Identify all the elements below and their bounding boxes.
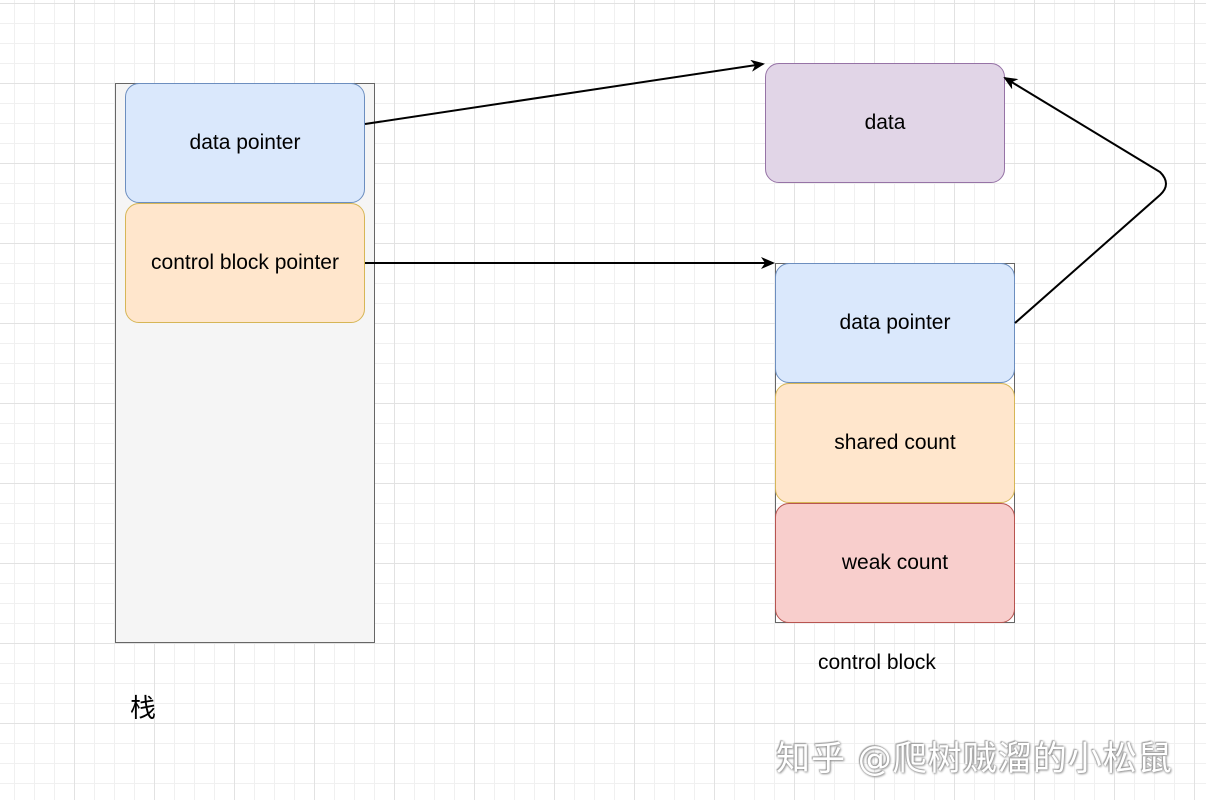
control-block-data-pointer-box: data pointer [775, 263, 1015, 383]
stack-data-pointer-box: data pointer [125, 83, 365, 203]
stack-data-pointer-label: data pointer [189, 131, 301, 154]
stack-control-block-pointer-label: control block pointer [151, 251, 339, 274]
shared-count-label: shared count [834, 431, 956, 454]
weak-count-label: weak count [841, 551, 949, 574]
data-box: data [765, 63, 1005, 183]
shared-count-box: shared count [775, 383, 1015, 503]
weak-count-box: weak count [775, 503, 1015, 623]
arrow-stack-data-to-data [364, 59, 765, 125]
arrow-control-block-data-to-data [1003, 76, 1167, 324]
data-label: data [864, 111, 906, 134]
control-block-data-pointer-label: data pointer [839, 311, 951, 334]
stack-control-block-pointer-box: control block pointer [125, 203, 365, 323]
watermark-text: 知乎 @爬树贼溜的小松鼠 [776, 739, 1173, 779]
control-block-label: control block [818, 651, 936, 674]
stack-label: 栈 [130, 694, 157, 724]
